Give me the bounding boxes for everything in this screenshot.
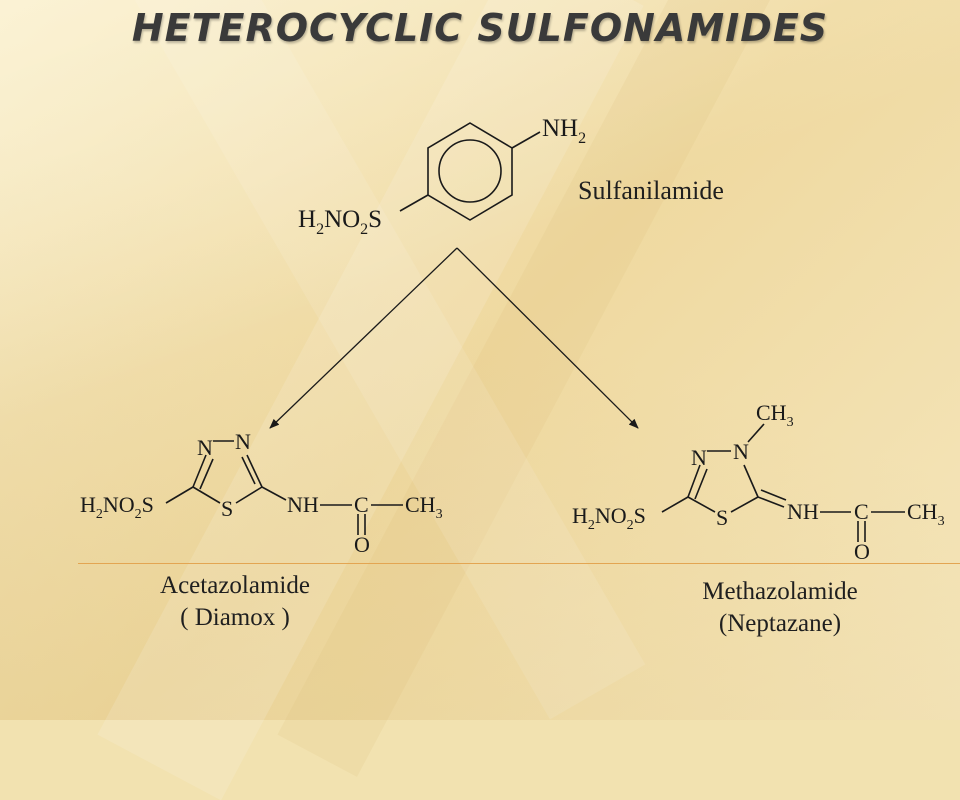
bond-n-c2-double <box>694 468 708 500</box>
acetazolamide-carbonyl-c: C <box>354 492 369 517</box>
bond-c5-imine <box>757 496 785 508</box>
sulfanilamide-structure <box>399 122 541 221</box>
bond-c2-sulfonyl <box>661 496 689 513</box>
sulfanilamide-caption: Sulfanilamide <box>578 176 724 205</box>
methazolamide-caption: Methazolamide (Neptazane) <box>655 576 905 640</box>
bond-ring-to-nh2 <box>511 131 541 149</box>
acetazolamide-caption: Acetazolamide ( Diamox ) <box>110 570 360 634</box>
acetazolamide-ring-n1: N <box>197 435 213 460</box>
arrow-to-acetazolamide <box>269 247 458 429</box>
bond-s-c5 <box>730 496 759 513</box>
acetazolamide-carbonyl-o: O <box>354 532 370 557</box>
bond-ring-to-sulfonyl <box>399 194 429 212</box>
bond-n-methyl <box>747 423 765 443</box>
methazolamide-name: Methazolamide <box>702 578 858 605</box>
methazolamide-carbonyl-o: O <box>854 539 870 564</box>
methazolamide-carbonyl-c: C <box>854 499 869 524</box>
bond-c2-s <box>687 496 716 513</box>
bond-c5-nh <box>261 486 287 501</box>
bond-s-c5 <box>235 486 263 504</box>
acetazolamide-ring-n2: N <box>235 429 251 454</box>
bond-n-c2-double <box>199 458 214 490</box>
acetazolamide-sulfonamide-label: H2NO2S <box>80 492 154 522</box>
divider-line <box>78 563 960 564</box>
arrow-to-methazolamide <box>456 247 639 429</box>
methazolamide-trade-name: (Neptazane) <box>718 610 842 637</box>
sulfanilamide-sulfonamide-label: H2NO2S <box>298 206 382 238</box>
bond-c5-imine-double <box>760 489 787 501</box>
methazolamide-sulfonamide-label: H2NO2S <box>572 503 646 533</box>
sulfanilamide-amine-label: NH2 <box>542 115 586 147</box>
benzene-ring <box>427 122 513 221</box>
methazolamide-ring-n2: N <box>733 439 749 464</box>
methazolamide-nh-label: NH <box>787 499 819 524</box>
acetazolamide-name: Acetazolamide <box>160 572 310 599</box>
methazolamide-bonds <box>661 423 905 542</box>
bond-c5-n <box>743 464 759 498</box>
bond-n-c2 <box>192 454 207 488</box>
acetazolamide-bonds <box>165 440 403 535</box>
bond-c5-n <box>246 454 263 488</box>
acetazolamide-trade-name: ( Diamox ) <box>180 604 290 631</box>
methazolamide-methyl-label: CH3 <box>907 499 945 529</box>
chemical-structures-diagram: NH2 H2NO2S N N S H2NO2S NH C CH3 O <box>80 115 945 564</box>
bond-c2-sulfonyl <box>165 486 194 504</box>
methazolamide-ring-n1: N <box>691 445 707 470</box>
bond-c2-s <box>192 486 221 504</box>
bond-n-c2 <box>687 464 701 498</box>
bond-c5-n-double <box>241 456 256 485</box>
acetazolamide-ring-s: S <box>221 496 233 521</box>
benzene-aromatic-circle <box>438 139 502 203</box>
slide-title: HETEROCYCLIC SULFONAMIDES <box>131 6 829 50</box>
acetazolamide-methyl-label: CH3 <box>405 492 443 522</box>
methazolamide-n-methyl-label: CH3 <box>756 400 794 430</box>
acetazolamide-nh-label: NH <box>287 492 319 517</box>
methazolamide-ring-s: S <box>716 505 728 530</box>
